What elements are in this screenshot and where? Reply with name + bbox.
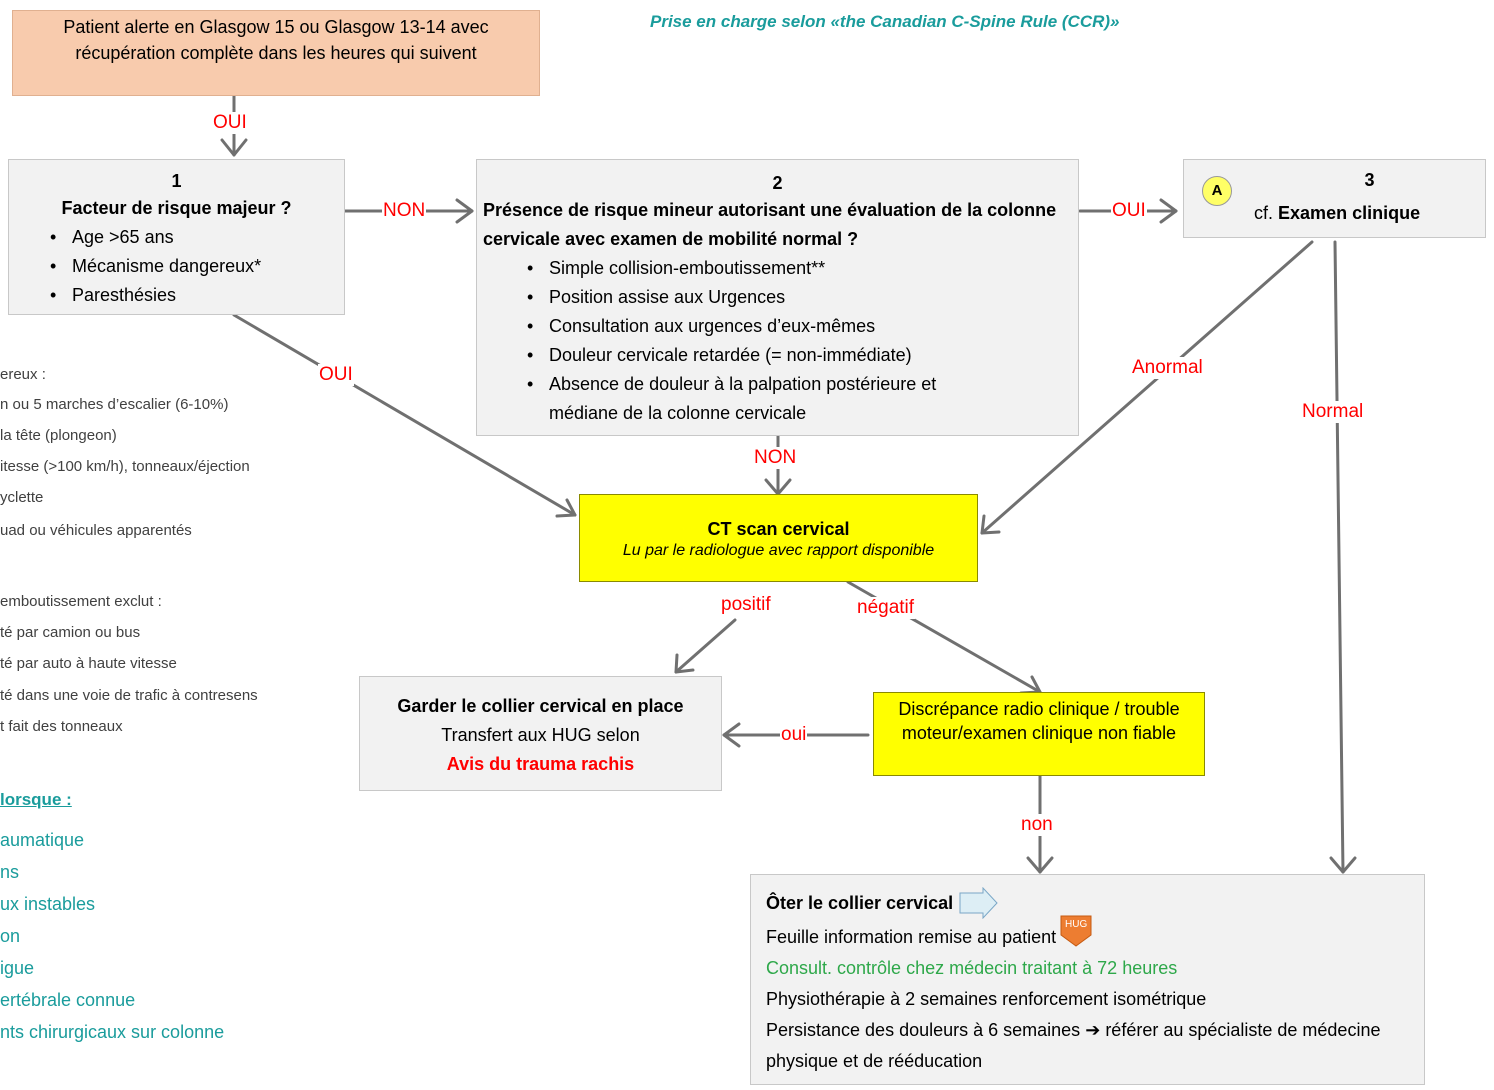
box-3-text: cf. Examen clinique xyxy=(1254,203,1420,224)
discrepancy-box: Discrépance radio clinique / trouble mot… xyxy=(873,692,1205,776)
note-when-item: on xyxy=(0,926,21,946)
arrowhead-disc-to-keep xyxy=(722,722,741,748)
ct-scan-box: CT scan cervical Lu par le radiologue av… xyxy=(579,494,978,582)
box-3-prefix: cf. xyxy=(1254,203,1274,223)
remove-heading: Ôter le collier cervical xyxy=(766,892,954,913)
remove-heading-row: Ôter le collier cervical xyxy=(766,885,1424,921)
connector-1-to-ct xyxy=(232,313,577,517)
label-negatif: négatif xyxy=(856,597,916,619)
remove-line1-row: Feuille information remise au patient HU… xyxy=(766,915,1424,953)
box-3-number: 3 xyxy=(1364,170,1375,190)
page-title: Prise en charge selon «the Canadian C-Sp… xyxy=(650,12,1120,31)
arrowhead-ct-to-keep xyxy=(674,653,695,674)
arrowhead-start-to-1 xyxy=(220,138,248,157)
discrepancy-text: Discrépance radio clinique / trouble mot… xyxy=(898,699,1180,743)
label-non: non xyxy=(1020,814,1054,836)
box-1-heading: Facteur de risque majeur ? xyxy=(61,198,292,218)
box-2-number: 2 xyxy=(772,173,783,193)
box-1-item: Paresthésies xyxy=(42,281,338,310)
note-collision: té dans une voie de trafic à contresens xyxy=(0,687,258,704)
note-collision: t fait des tonneaux xyxy=(0,718,123,735)
note-when-item: ux instables xyxy=(0,894,96,914)
box-1-list: Age >65 ans Mécanisme dangereux* Paresth… xyxy=(15,223,338,310)
arrowhead-3-to-remove xyxy=(1329,856,1357,874)
box-2-item: Douleur cervicale retardée (= non-immédi… xyxy=(519,341,1009,370)
note-mechanism: la tête (plongeon) xyxy=(0,427,117,444)
remove-line2: Consult. contrôle chez médecin traitant … xyxy=(766,958,1178,978)
start-box-text: Patient alerte en Glasgow 15 ou Glasgow … xyxy=(63,17,489,63)
label-normal: Normal xyxy=(1301,401,1365,423)
box-2-heading: Présence de risque mineur autorisant une… xyxy=(483,200,1057,249)
box-1-item: Age >65 ans xyxy=(42,223,338,252)
keep-collar-box: Garder le collier cervical en place Tran… xyxy=(359,676,722,791)
note-when-item: nts chirurgicaux sur colonne xyxy=(0,1022,225,1042)
note-collision: té par auto à haute vitesse xyxy=(0,655,177,672)
note-mechanism: yclette xyxy=(0,489,44,506)
note-when-item: ertébrale connue xyxy=(0,990,136,1010)
box-2-item: Simple collision-emboutissement** xyxy=(519,254,1009,283)
remove-collar-box: Ôter le collier cervical Feuille informa… xyxy=(750,874,1425,1085)
remove-line4-start: Persistance des douleurs à 6 semaines xyxy=(766,1020,1081,1040)
label-oui: oui xyxy=(780,724,808,746)
label-2-oui: OUI xyxy=(1111,200,1147,222)
box-3-clinical-exam: 3 A cf. Examen clinique xyxy=(1183,159,1486,238)
label-1-non: NON xyxy=(382,200,427,222)
box-2-list: Simple collision-emboutissement** Positi… xyxy=(483,254,1009,428)
box-2-item: Position assise aux Urgences xyxy=(519,283,1009,312)
box-2-minor-risk: 2 Présence de risque mineur autorisant u… xyxy=(476,159,1079,436)
box-1-major-risk: 1 Facteur de risque majeur ? Age >65 ans… xyxy=(8,159,345,315)
right-arrow-block-icon xyxy=(959,887,998,919)
note-when-item: ns xyxy=(0,862,20,882)
note-mechanism: uad ou véhicules apparentés xyxy=(0,522,192,539)
badge-a-icon: A xyxy=(1202,176,1232,206)
label-start-oui: OUI xyxy=(212,112,248,134)
remove-line3: Physiothérapie à 2 semaines renforcement… xyxy=(766,989,1207,1009)
bold-right-arrow-icon: ➔ xyxy=(1085,1020,1101,1040)
note-collision: emboutissement exclut : xyxy=(0,593,162,610)
keep-line3: Avis du trauma rachis xyxy=(446,754,635,774)
box-1-number: 1 xyxy=(171,171,182,191)
box-2-item: Consultation aux urgences d’eux-mêmes xyxy=(519,312,1009,341)
label-anormal: Anormal xyxy=(1131,357,1204,379)
note-mechanism: ereux : xyxy=(0,366,46,383)
connector-3-to-ct xyxy=(980,240,1314,535)
remove-line4-rest: référer au spécialiste de médecine physi… xyxy=(766,1020,1381,1071)
note-when-item: igue xyxy=(0,958,35,978)
hug-badge-icon: HUG xyxy=(1060,915,1092,947)
ct-heading: CT scan cervical xyxy=(707,519,850,539)
note-collision: té par camion ou bus xyxy=(0,624,141,641)
arrowhead-disc-to-remove xyxy=(1026,856,1054,874)
label-1-oui: OUI xyxy=(318,364,354,386)
start-box: Patient alerte en Glasgow 15 ou Glasgow … xyxy=(12,10,540,96)
keep-heading: Garder le collier cervical en place xyxy=(397,696,684,716)
ct-subtitle: Lu par le radiologue avec rapport dispon… xyxy=(622,542,935,559)
arrowhead-3-to-ct xyxy=(980,514,1001,535)
arrowhead-1-to-ct xyxy=(555,498,577,518)
remove-line1: Feuille information remise au patient xyxy=(766,927,1057,947)
keep-line2: Transfert aux HUG selon xyxy=(441,725,640,745)
remove-line4: Persistance des douleurs à 6 semaines ➔ … xyxy=(766,1015,1424,1077)
box-3-heading: Examen clinique xyxy=(1278,203,1421,223)
arrowhead-1-to-2 xyxy=(455,198,474,224)
connector-3-to-remove xyxy=(1333,240,1345,874)
note-mechanism: itesse (>100 km/h), tonneaux/éjection xyxy=(0,458,250,475)
connector-ct-to-keep xyxy=(674,618,737,674)
note-mechanism: n ou 5 marches d’escalier (6-10%) xyxy=(0,396,229,413)
note-when-heading: lorsque : xyxy=(0,790,72,809)
box-2-item: Absence de douleur à la palpation postér… xyxy=(519,370,1009,428)
box-1-item: Mécanisme dangereux* xyxy=(42,252,338,281)
hug-tag: HUG xyxy=(1065,919,1088,930)
note-when-item: aumatique xyxy=(0,830,85,850)
label-positif: positif xyxy=(720,594,772,616)
arrowhead-2-to-3 xyxy=(1159,198,1178,224)
label-2-non: NON xyxy=(753,447,798,469)
